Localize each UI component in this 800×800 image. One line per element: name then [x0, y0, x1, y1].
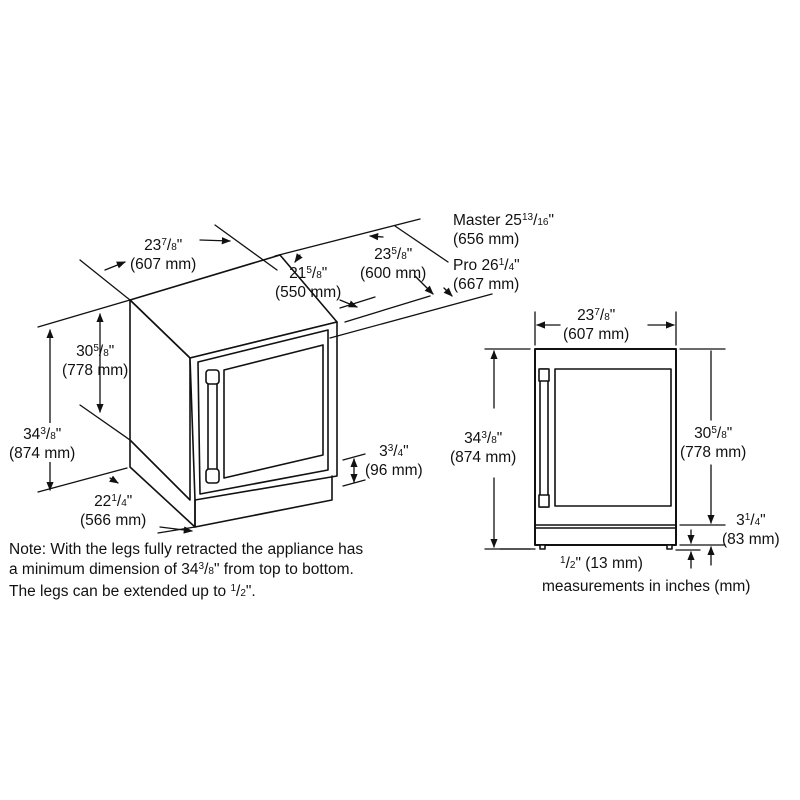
front-handle [538, 368, 550, 508]
glass-panel [223, 344, 324, 479]
iso-depth-body-label: 215/8" (550 mm) [275, 265, 342, 301]
front-dimensions [484, 311, 726, 569]
front-glass-panel [554, 368, 672, 507]
iso-height-cabinet-label: 305/8" (778 mm) [62, 343, 129, 379]
leg-left [539, 544, 546, 550]
isometric-view [129, 254, 338, 528]
iso-height-total-label: 343/8" (874 mm) [9, 423, 76, 462]
iso-depth-door-label: 235/8" (600 mm) [360, 246, 427, 282]
front-view [534, 348, 677, 550]
iso-width-label: 237/8" (607 mm) [130, 237, 197, 273]
front-base-label: 31/4" (83 mm) [722, 512, 780, 548]
door-handle [205, 369, 220, 484]
cabinet-side-face [129, 299, 191, 501]
isometric-dimensions [37, 218, 493, 534]
cabinet-front-face [189, 321, 338, 501]
iso-depth-pro-label: Pro 261/4" (667 mm) [453, 257, 520, 293]
door-frame [197, 329, 329, 495]
iso-toe-kick-label: 33/4" (96 mm) [365, 443, 423, 479]
leg-right [666, 544, 673, 550]
front-width-label: 237/8" (607 mm) [563, 307, 630, 343]
front-height-cabinet-label: 305/8" (778 mm) [680, 425, 747, 461]
front-height-total-label: 343/8" (874 mm) [450, 430, 517, 466]
legs-note: Note: With the legs fully retracted the … [9, 541, 364, 600]
iso-side-depth-label: 221/4" (566 mm) [80, 493, 147, 529]
iso-depth-master-label: Master 2513/16" (656 mm) [453, 212, 555, 248]
units-caption: measurements in inches (mm) [542, 578, 751, 595]
front-legs-label: 1/2" (13 mm) [560, 555, 643, 572]
front-cabinet [534, 348, 677, 546]
